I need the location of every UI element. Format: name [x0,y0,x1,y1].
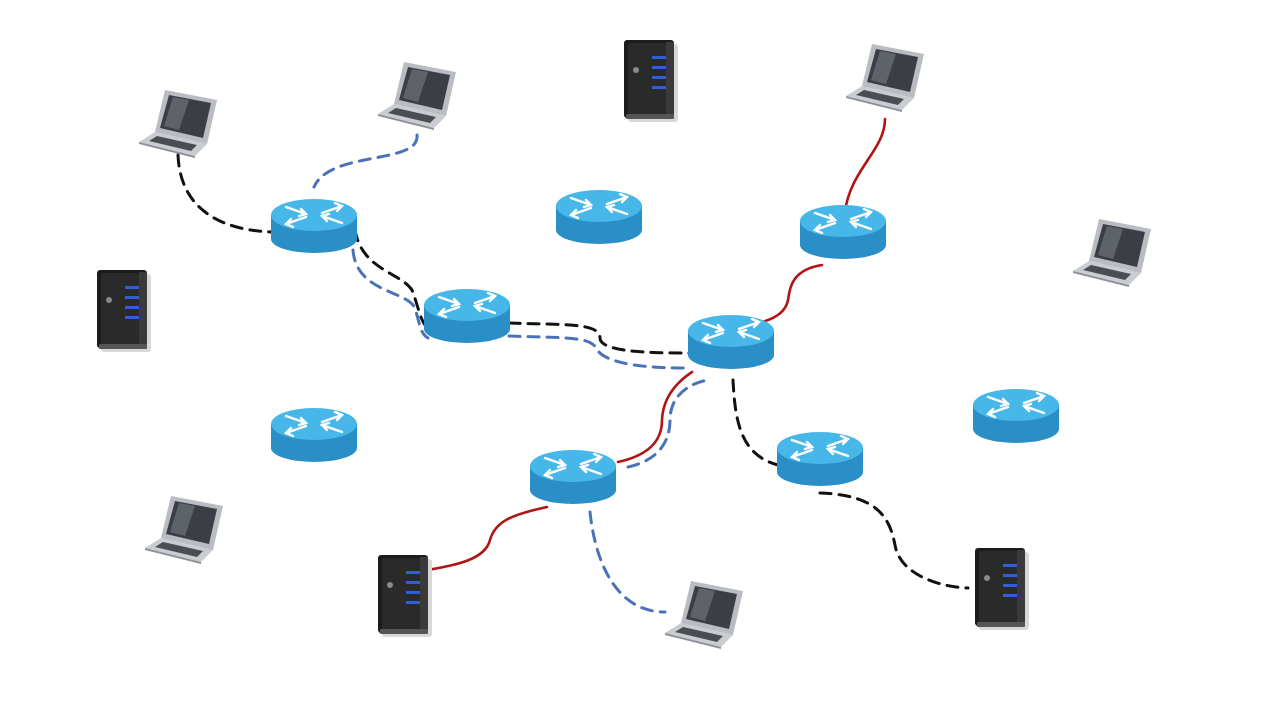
link-router-e-to-router-d-red-solid [754,263,824,326]
laptop-3-laptop-icon [846,44,924,112]
router-d-router-icon [686,313,776,371]
router-h-router-icon [775,430,865,488]
link-router-h-to-server-4-black-dashed [818,491,970,590]
router-i-router-icon [971,387,1061,445]
server-2-server-icon [97,270,151,352]
link-router-c-to-router-d-black-dashed [507,321,691,355]
router-e-router-icon [798,203,888,261]
link-router-d-to-router-g-red-solid [616,370,694,464]
link-router-d-to-router-g-blue-dashed [626,378,710,469]
router-b-router-icon [554,188,644,246]
router-g-router-icon [528,448,618,506]
link-laptop-3-to-router-e-red-solid [843,117,887,214]
laptop-4-laptop-icon [1073,219,1151,287]
link-laptop-2-to-router-a-blue-dashed [312,133,419,189]
link-router-g-to-server-3-red-solid [426,505,549,572]
laptop-5-laptop-icon [145,496,223,564]
link-router-g-to-laptop-6-blue-dashed [588,510,667,614]
nodes-layer [97,40,1151,649]
link-router-a-to-router-c-blue-dashed [351,248,430,340]
laptop-6-laptop-icon [665,581,743,649]
link-router-d-to-router-h-black-dashed [731,378,780,467]
router-c-router-icon [422,287,512,345]
server-1-server-icon [624,40,678,122]
laptop-1-laptop-icon [139,90,217,158]
links-layer [176,117,970,614]
router-f-router-icon [269,406,359,464]
server-3-server-icon [378,555,432,637]
router-a-router-icon [269,197,359,255]
laptop-2-laptop-icon [378,62,456,130]
link-laptop-1-to-router-a-black-dashed [176,153,274,234]
link-router-c-to-router-d-blue-dashed [507,334,688,370]
link-router-a-to-router-c-black-dashed [353,228,427,327]
server-4-server-icon [975,548,1029,630]
